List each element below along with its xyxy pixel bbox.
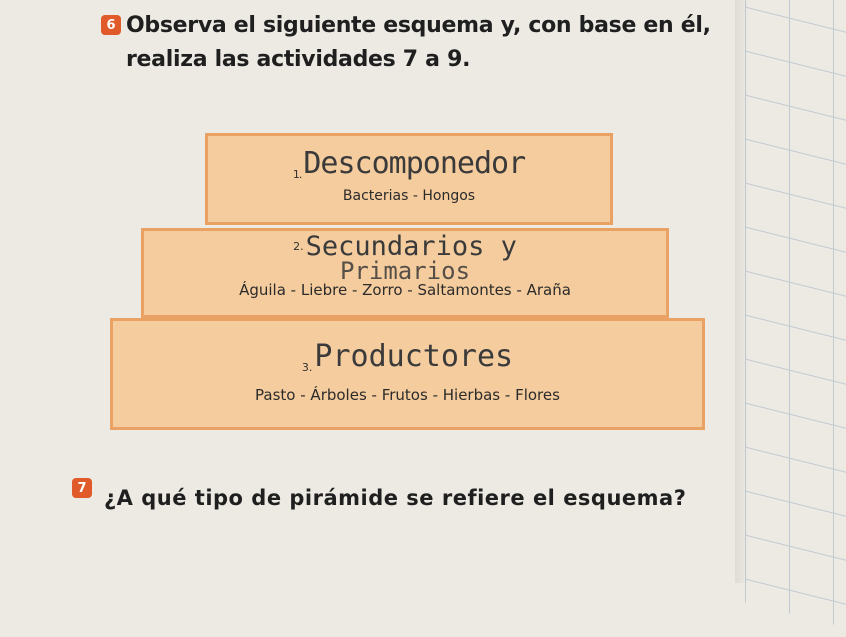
tier-number: 2. xyxy=(293,240,304,253)
instruction-heading: Observa el siguiente esquema y, con base… xyxy=(126,13,711,72)
tier-number: 1. xyxy=(292,168,302,181)
handwritten-text: Descomponedor xyxy=(303,146,526,181)
tier-number: 3. xyxy=(301,361,313,374)
tier-species: Bacterias - Hongos xyxy=(342,188,476,204)
handwritten-answer: 3.Productores xyxy=(113,339,702,374)
tier-species: Pasto - Árboles - Frutos - Hierbas - Flo… xyxy=(255,386,560,404)
question-number-badge: 7 xyxy=(72,478,92,498)
handwritten-answer: 2.Secundarios y xyxy=(144,233,666,261)
handwritten-answer-line2: Primarios xyxy=(339,257,471,285)
handwritten-text: Productores xyxy=(314,339,514,374)
handwritten-answer: 1.Descomponedor xyxy=(208,146,610,181)
textbook-page: 6 Observa el siguiente esquema y, con ba… xyxy=(72,0,846,637)
activity-number-badge: 6 xyxy=(101,15,121,35)
pyramid-tier-middle: 2.Secundarios y Primarios Águila - Liebr… xyxy=(141,228,669,318)
handwritten-text: Secundarios y xyxy=(305,231,517,262)
pyramid-tier-bottom: 3.Productores Pasto - Árboles - Frutos -… xyxy=(110,318,705,430)
pyramid-tier-top: 1.Descomponedor Bacterias - Hongos xyxy=(205,133,613,225)
tier-species: Águila - Liebre - Zorro - Saltamontes - … xyxy=(239,281,571,299)
question-text: ¿A qué tipo de pirámide se refiere el es… xyxy=(104,486,687,510)
grid-paper xyxy=(745,0,846,637)
